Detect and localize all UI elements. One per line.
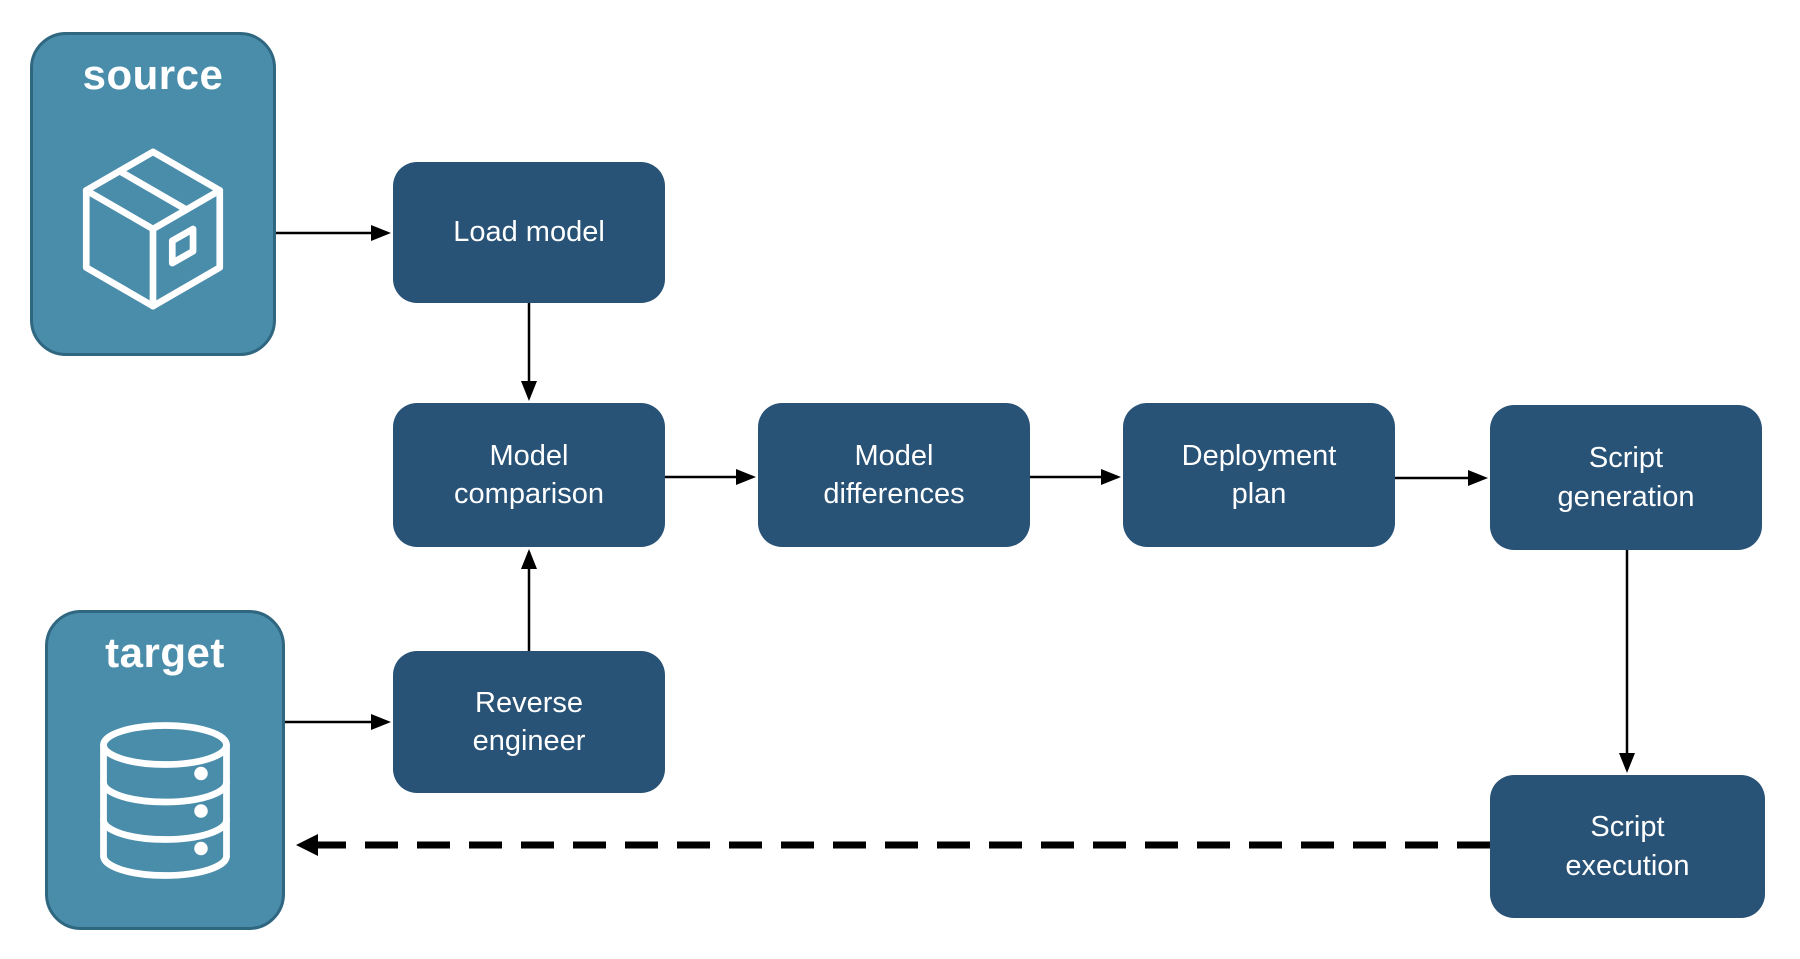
node-load-model-label: Load model (453, 216, 605, 249)
endpoint-target-icon-wrap (48, 677, 282, 927)
node-reverse-engineer: Reverse engineer (393, 651, 665, 793)
node-load-model: Load model (393, 162, 665, 303)
node-deployment-plan: Deployment plan (1123, 403, 1395, 547)
endpoint-source: source (30, 32, 276, 356)
endpoint-target-label: target (105, 629, 225, 676)
node-model-comparison-label: Model comparison (454, 439, 604, 510)
node-script-generation-label: Script generation (1557, 442, 1695, 513)
node-model-differences: Model differences (758, 403, 1030, 547)
package-icon (82, 148, 224, 310)
node-script-execution-label: Script execution (1565, 811, 1690, 882)
node-script-execution: Script execution (1490, 775, 1765, 918)
node-model-differences-label: Model differences (823, 439, 965, 510)
node-script-generation: Script generation (1490, 405, 1762, 550)
endpoint-source-label: source (82, 51, 224, 98)
endpoint-source-icon-wrap (33, 99, 273, 353)
database-icon (100, 722, 230, 879)
node-reverse-engineer-label: Reverse engineer (472, 686, 586, 757)
node-model-comparison: Model comparison (393, 403, 665, 547)
node-deployment-plan-label: Deployment plan (1181, 439, 1337, 510)
endpoint-target: target (45, 610, 285, 930)
